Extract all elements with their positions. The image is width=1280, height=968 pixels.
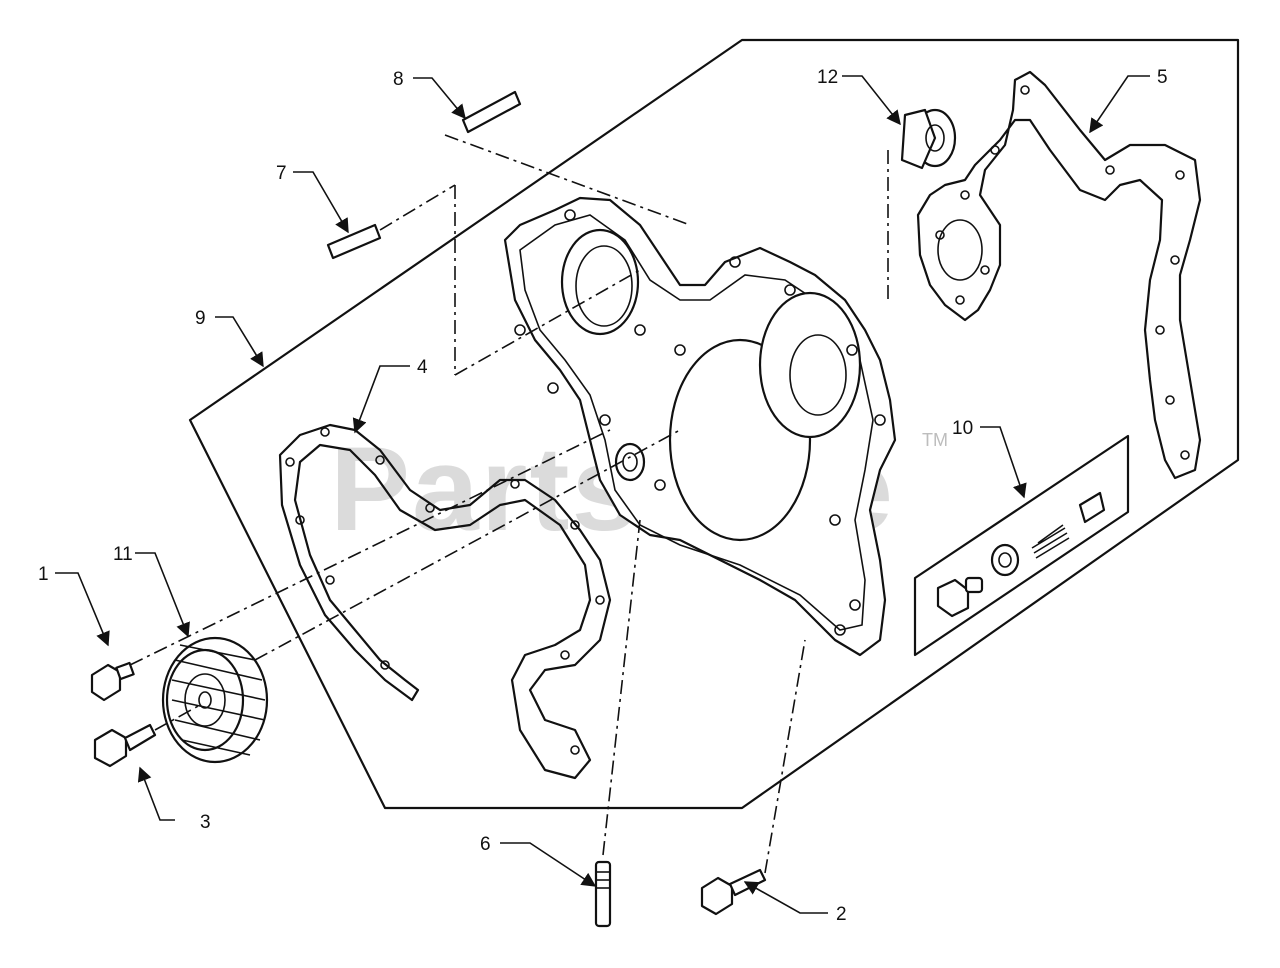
- callout-2: 2: [836, 904, 847, 925]
- kit-box: [913, 434, 1130, 657]
- gasket-5: [916, 70, 1202, 480]
- callout-8: 8: [393, 69, 404, 90]
- callout-7: 7: [276, 163, 287, 184]
- callout-12: 12: [817, 67, 838, 88]
- center-lines: [129, 134, 889, 874]
- stud-6: [594, 860, 612, 928]
- callouts: 1 2 3 4 5 6 7 8 9 10 11 12: [38, 67, 1168, 925]
- callout-10: 10: [952, 418, 973, 439]
- callout-1: 1: [38, 564, 49, 585]
- stud-7: [326, 223, 382, 260]
- callout-9: 9: [195, 308, 206, 329]
- oil-seal: [900, 108, 957, 170]
- bolt-2: [700, 868, 767, 916]
- gasket-5-holes: [935, 85, 1190, 460]
- gasket-4: [278, 423, 612, 780]
- watermark-tm: TM: [922, 430, 948, 450]
- timing-cover: [503, 196, 897, 657]
- callout-11: 11: [113, 544, 133, 565]
- callout-3: 3: [200, 812, 211, 833]
- assembly-outline: [188, 38, 1240, 810]
- idler-gear: [161, 636, 269, 764]
- callout-4: 4: [417, 357, 428, 378]
- stud-8: [461, 90, 522, 134]
- callout-5: 5: [1157, 67, 1168, 88]
- gasket-4-holes: [285, 427, 605, 755]
- bolt-1: [90, 661, 135, 702]
- callout-6: 6: [480, 834, 491, 855]
- relief-valve-kit: [936, 491, 1106, 618]
- leaders: [55, 75, 1150, 914]
- bolt-3: [93, 723, 157, 768]
